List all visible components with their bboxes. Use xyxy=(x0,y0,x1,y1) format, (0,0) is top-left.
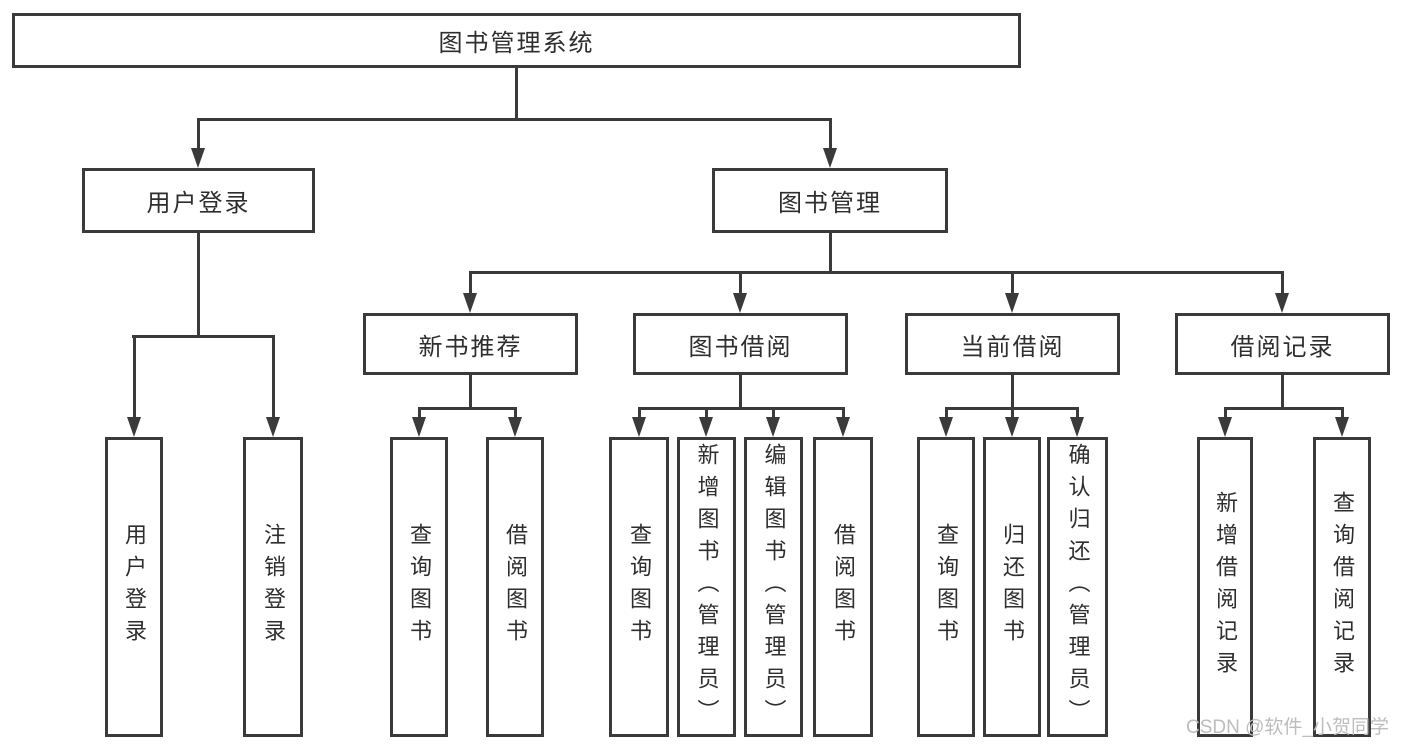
node-leaf-br-query: 查询借阅记录 xyxy=(1313,437,1371,737)
arrow-br-query xyxy=(1335,417,1349,437)
node-leaf-bb-add: 新增图书（管理员） xyxy=(677,437,736,737)
connector-drop-bb-borrow xyxy=(842,407,845,421)
arrow-bb-query xyxy=(632,417,646,437)
node-leaf-bb-edit: 编辑图书（管理员） xyxy=(744,437,803,737)
node-user-login: 用户登录 xyxy=(82,168,315,233)
connector-drop-nb-borrow xyxy=(514,407,517,421)
node-leaf-cb-query: 查询图书 xyxy=(917,437,975,737)
node-leaf-nb-query: 查询图书 xyxy=(390,437,448,737)
connector-br-split xyxy=(1224,407,1343,410)
connector-drop-cb-return xyxy=(1011,407,1014,421)
connector-drop-cb-query xyxy=(945,407,948,421)
arrow-bb-edit xyxy=(766,417,780,437)
connector-drop-current-borrow xyxy=(1011,271,1014,297)
connector-root-stem xyxy=(515,68,518,118)
connector-drop-br-query xyxy=(1341,407,1344,421)
connector-drop-bb-edit xyxy=(772,407,775,421)
node-leaf-cb-return: 归还图书 xyxy=(983,437,1041,737)
arrow-cb-confirm xyxy=(1070,417,1084,437)
arrow-current-borrow xyxy=(1005,293,1019,313)
connector-drop-ul-login xyxy=(133,335,136,421)
arrow-bb-borrow xyxy=(836,417,850,437)
arrow-book-mgmt xyxy=(823,148,837,168)
node-leaf-br-add: 新增借阅记录 xyxy=(1197,437,1253,737)
connector-drop-book-mgmt xyxy=(829,118,832,150)
node-leaf-logout: 注销登录 xyxy=(243,437,303,737)
arrow-user-login xyxy=(191,148,205,168)
connector-drop-cb-confirm xyxy=(1076,407,1079,421)
connector-cb-stem xyxy=(1011,375,1014,407)
connector-drop-bb-query xyxy=(638,407,641,421)
arrow-new-book xyxy=(463,293,477,313)
connector-user-stem xyxy=(197,233,200,335)
arrow-nb-query xyxy=(412,417,426,437)
node-leaf-bb-query: 查询图书 xyxy=(609,437,669,737)
node-new-book: 新书推荐 xyxy=(363,313,578,375)
arrow-book-borrow xyxy=(733,293,747,313)
arrow-cb-return xyxy=(1005,417,1019,437)
connector-br-stem xyxy=(1281,375,1284,407)
node-leaf-user-login: 用户登录 xyxy=(105,437,163,737)
connector-drop-br-add xyxy=(1224,407,1227,421)
connector-drop-book-borrow xyxy=(739,271,742,297)
node-leaf-cb-confirm: 确认归还（管理员） xyxy=(1047,437,1108,737)
node-leaf-nb-borrow: 借阅图书 xyxy=(486,437,544,737)
csdn-watermark: CSDN @软件_小贺同学 xyxy=(1186,717,1389,738)
connector-root-split xyxy=(197,118,832,121)
connector-drop-bb-add xyxy=(705,407,708,421)
node-root: 图书管理系统 xyxy=(12,13,1021,68)
connector-drop-borrow-record xyxy=(1281,271,1284,297)
arrow-ul-login xyxy=(127,417,141,437)
arrow-nb-borrow xyxy=(508,417,522,437)
connector-nb-stem xyxy=(469,375,472,407)
connector-bb-stem xyxy=(739,375,742,407)
arrow-borrow-record xyxy=(1275,293,1289,313)
arrow-cb-query xyxy=(939,417,953,437)
node-book-borrow: 图书借阅 xyxy=(633,313,848,375)
node-current-borrow: 当前借阅 xyxy=(905,313,1120,375)
node-borrow-record: 借阅记录 xyxy=(1175,313,1390,375)
node-leaf-bb-borrow: 借阅图书 xyxy=(813,437,873,737)
connector-drop-nb-query xyxy=(418,407,421,421)
connector-drop-user-login xyxy=(197,118,200,150)
connector-bb-split xyxy=(638,407,845,410)
connector-user-split xyxy=(132,335,275,338)
connector-drop-new-book xyxy=(469,271,472,297)
arrow-br-add xyxy=(1218,417,1232,437)
connector-drop-ul-logout xyxy=(272,335,275,421)
connector-mgmt-stem xyxy=(829,233,832,271)
node-book-mgmt: 图书管理 xyxy=(712,168,948,233)
arrow-bb-add xyxy=(699,417,713,437)
arrow-ul-logout xyxy=(266,417,280,437)
connector-nb-split xyxy=(418,407,517,410)
connector-mgmt-split xyxy=(469,271,1284,274)
